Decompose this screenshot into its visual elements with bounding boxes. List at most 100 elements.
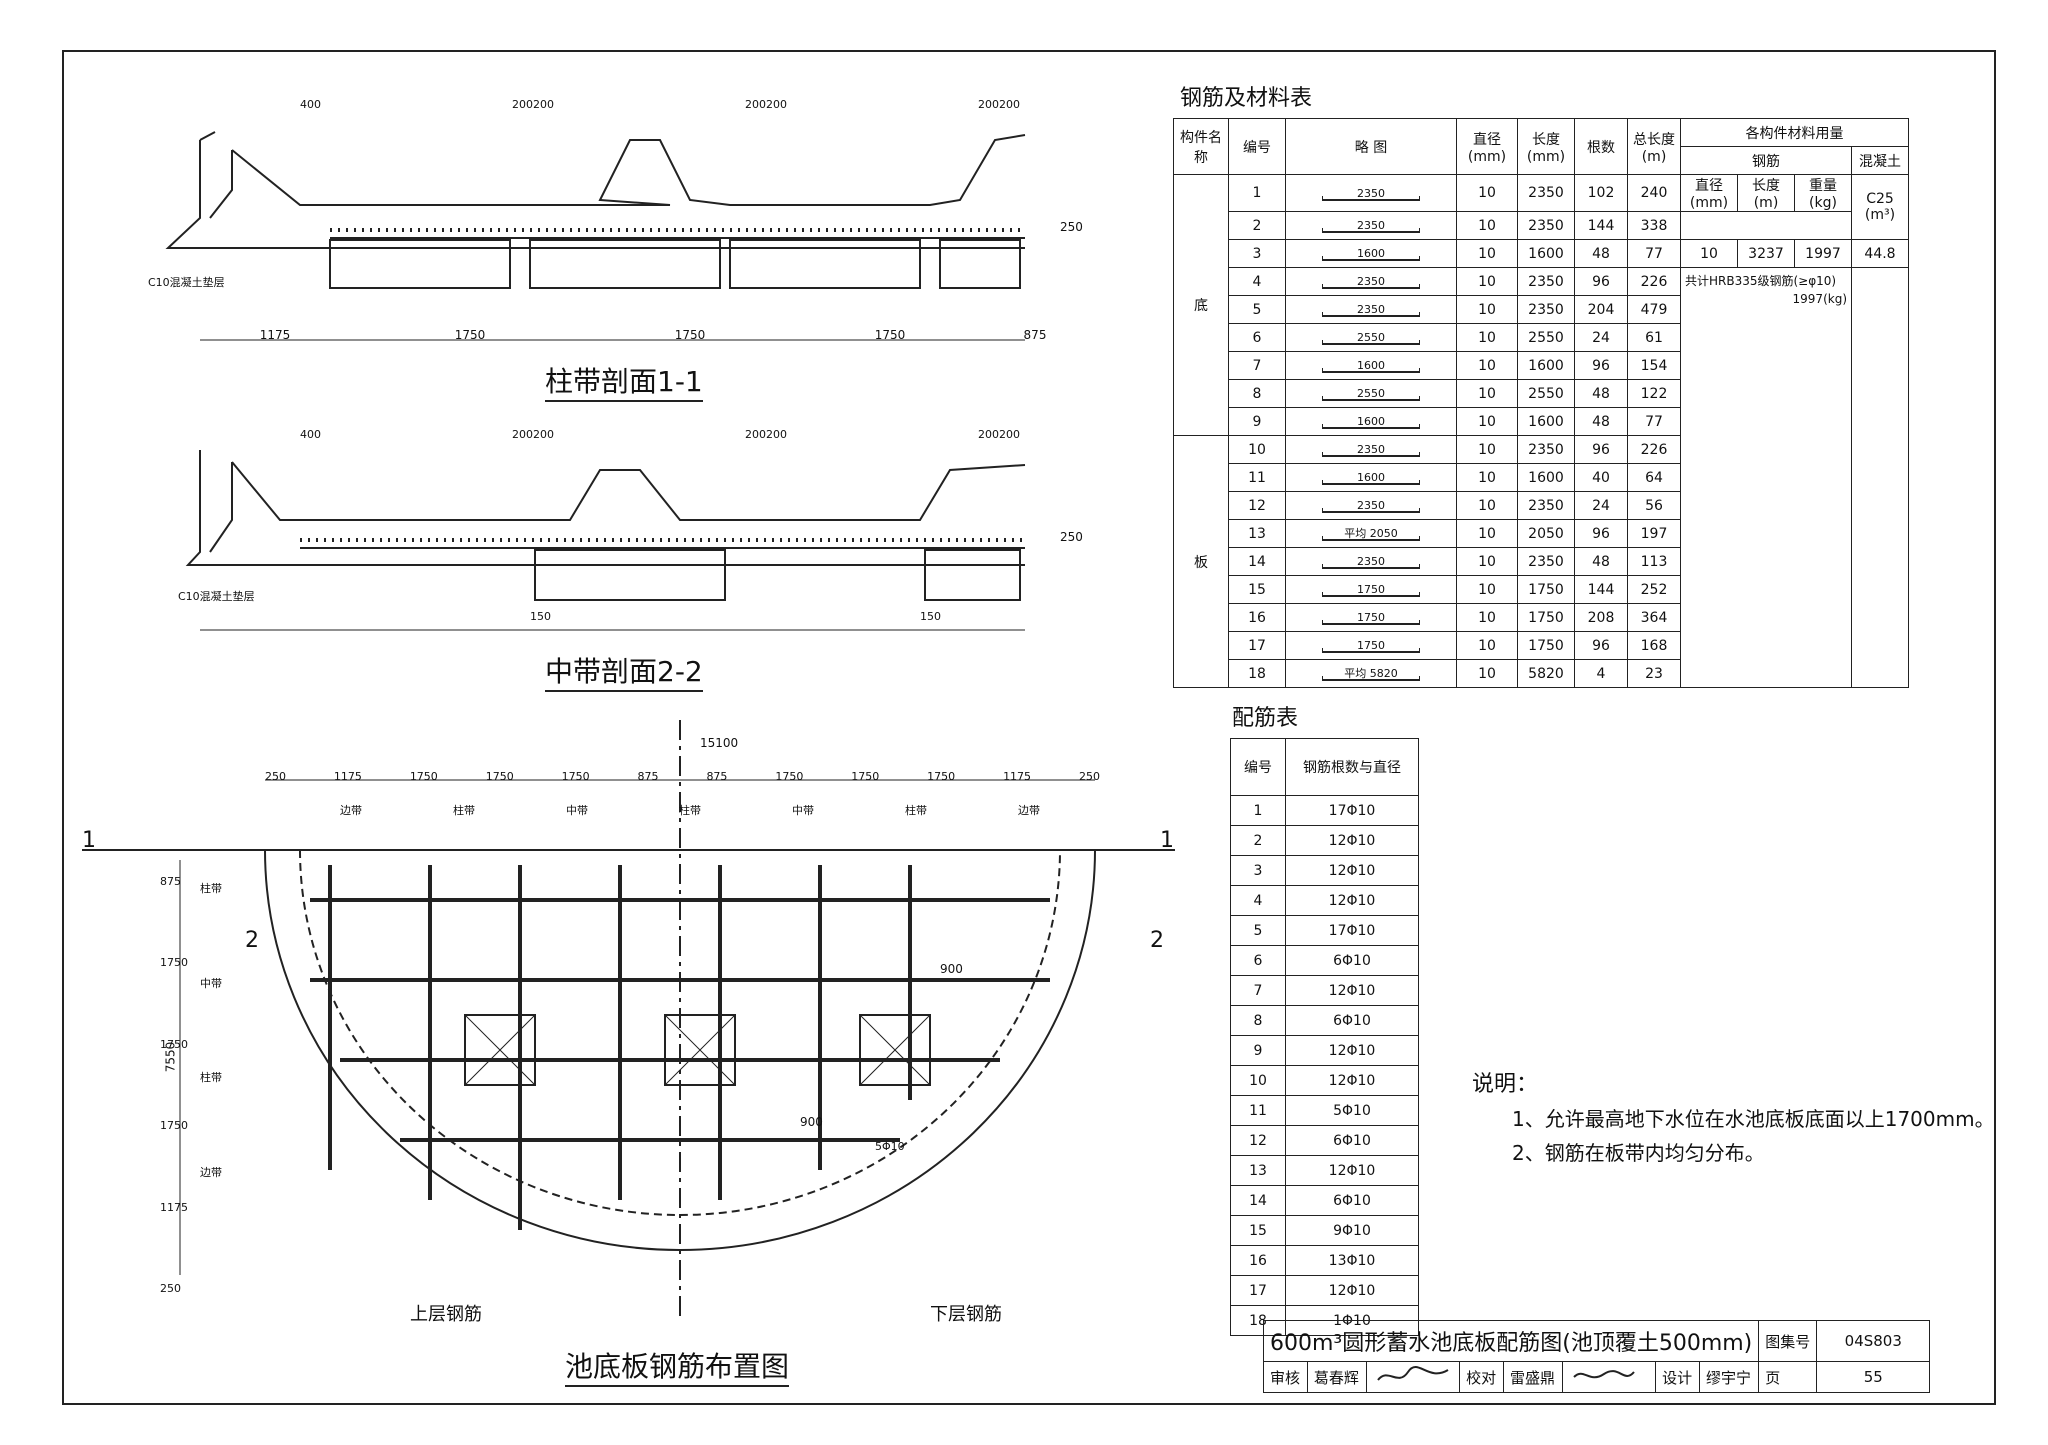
cell-no: 13 [1230, 1155, 1286, 1186]
dim: 1175 [333, 770, 362, 783]
cell-no: 6 [1230, 945, 1286, 976]
cell-shape: 2350 [1285, 267, 1457, 296]
cell-no: 2 [1230, 825, 1286, 856]
col-header: 编号 [1230, 738, 1286, 796]
section1-title: 柱带剖面1-1 [545, 360, 703, 402]
rebar-shape: 2350 [1318, 220, 1424, 234]
rebar-shape: 2350 [1318, 500, 1424, 514]
section-2-2 [185, 450, 1026, 631]
cell-total: 64 [1627, 463, 1681, 492]
atlas-label: 图集号 [1758, 1320, 1818, 1362]
cell-no: 1 [1228, 174, 1286, 212]
cell-count: 24 [1574, 491, 1628, 520]
rebar-table-title: 配筋表 [1232, 706, 1299, 731]
cell-spec: 12Φ10 [1285, 1275, 1419, 1306]
cell-shape: 1600 [1285, 239, 1457, 268]
cell-shape: 2350 [1285, 435, 1457, 464]
band-label: 柱带 [200, 1071, 222, 1085]
rebar-shape: 2350 [1318, 444, 1424, 458]
reviewer-name: 葛春辉 [1306, 1361, 1368, 1393]
cell-count: 4 [1574, 659, 1628, 688]
usage-value: 1997 [1794, 239, 1852, 268]
material-table-title: 钢筋及材料表 [1180, 86, 1313, 111]
plan-overall-dim: 15100 [700, 736, 739, 750]
design-label: 设计 [1655, 1361, 1701, 1393]
note-total: 共计HRB335级钢筋(≥φ10) [1685, 274, 1837, 288]
title-block: 600m³圆形蓄水池底板配筋图(池顶覆土500mm) 图集号 04S803 审核… [1262, 1320, 1931, 1393]
cell-no: 17 [1228, 631, 1286, 660]
section2-dim-150: 150 [530, 610, 551, 623]
cell-spec: 12Φ10 [1285, 1035, 1419, 1066]
cell-count: 48 [1574, 379, 1628, 408]
band-label: 柱带 [453, 804, 475, 817]
rebar-shape: 1600 [1318, 360, 1424, 374]
cell-shape: 1600 [1285, 351, 1457, 380]
cell-dia: 10 [1456, 631, 1518, 660]
dim: 1750 [160, 1119, 188, 1133]
component-cell: 板 [1173, 435, 1229, 688]
band-label: 中带 [566, 804, 588, 817]
dim: 1175 [1003, 770, 1032, 783]
cell-total: 122 [1627, 379, 1681, 408]
cell-total: 338 [1627, 211, 1681, 240]
rebar-shape: 2350 [1318, 556, 1424, 570]
cell-no: 4 [1230, 885, 1286, 916]
cell-total: 226 [1627, 435, 1681, 464]
cell-no: 12 [1230, 1125, 1286, 1156]
dim: 200200 [512, 428, 554, 441]
cell-dia: 10 [1456, 659, 1518, 688]
cell-count: 48 [1574, 239, 1628, 268]
dim: 250 [160, 1281, 181, 1295]
rebar-shape: 1750 [1318, 584, 1424, 598]
cell-len: 2350 [1517, 491, 1575, 520]
cell-spec: 6Φ10 [1285, 1185, 1419, 1216]
cell-dia: 10 [1456, 547, 1518, 576]
rebar-shape: 1600 [1318, 472, 1424, 486]
cell-len: 1600 [1517, 407, 1575, 436]
cell-no: 7 [1230, 975, 1286, 1006]
cell-dia: 10 [1456, 491, 1518, 520]
cell-len: 2550 [1517, 379, 1575, 408]
dim: 1750 [160, 1037, 188, 1051]
cell-spec: 17Φ10 [1285, 915, 1419, 946]
review-label: 审核 [1263, 1361, 1308, 1393]
cell-no: 15 [1228, 575, 1286, 604]
cell-no: 17 [1230, 1275, 1286, 1306]
dim: 200200 [745, 98, 787, 111]
cell-total: 23 [1627, 659, 1681, 688]
cell-len: 2050 [1517, 519, 1575, 548]
drawing-frame [62, 50, 1996, 1405]
cell-total: 240 [1627, 174, 1681, 212]
dim: 1750 [775, 770, 804, 783]
section1-thickness: 250 [1060, 220, 1083, 234]
band-label: 柱带 [200, 882, 222, 895]
dim: 400 [300, 98, 321, 111]
section-1-1 [165, 131, 1026, 341]
cell-dia: 10 [1456, 267, 1518, 296]
notes: 说明： 1、允许最高地下水位在水池底板底面以上1700mm。 2、钢筋在板带内均… [1472, 1068, 1995, 1170]
dim: 400 [300, 428, 321, 441]
cell-total: 154 [1627, 351, 1681, 380]
section2-title: 中带剖面2-2 [545, 650, 703, 692]
dim: 250 [265, 770, 286, 783]
cell-spec: 6Φ10 [1285, 945, 1419, 976]
band-label: 中带 [200, 976, 222, 990]
band-label: 边带 [200, 1165, 222, 1179]
plan-vertical-bands: 柱带中带 柱带边带 [200, 880, 222, 1180]
section1-top-dims: 400 200200 200200 200200 [300, 98, 1020, 111]
